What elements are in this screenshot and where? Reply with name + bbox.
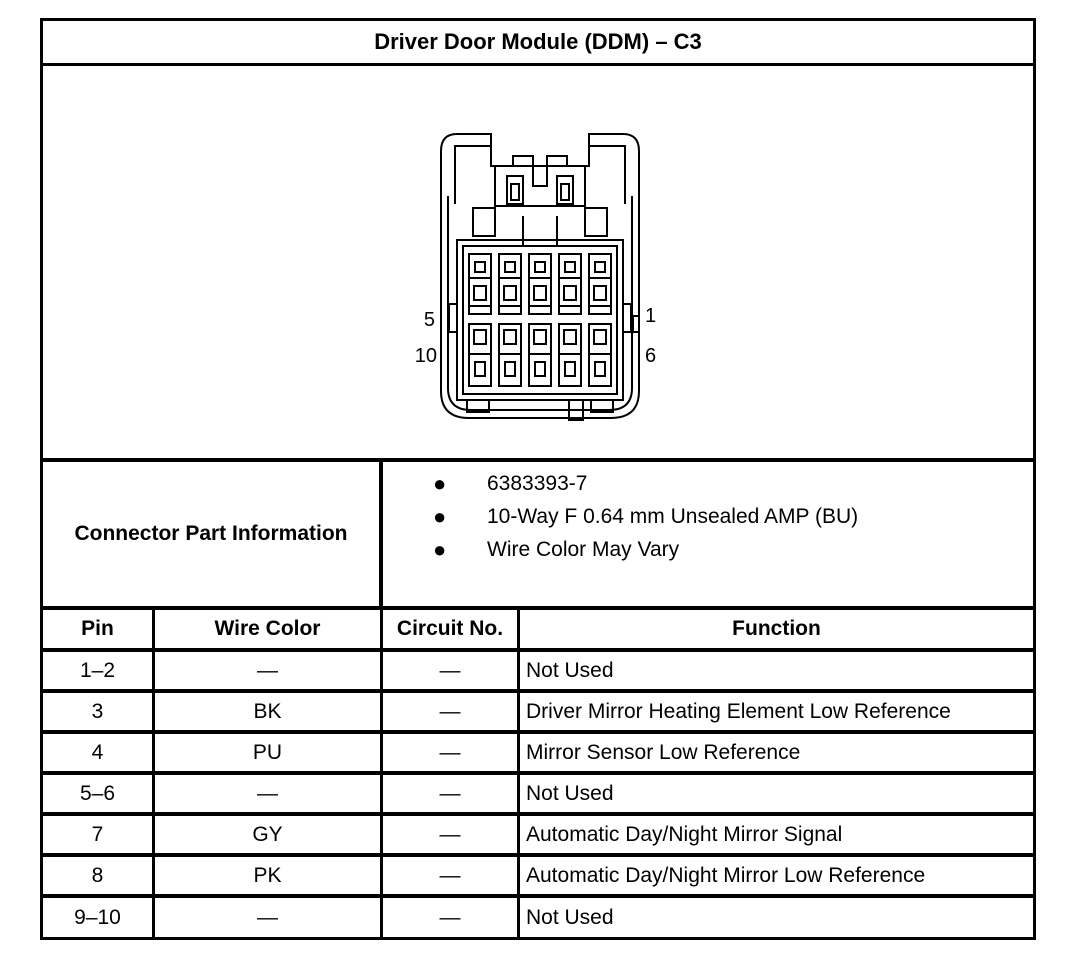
pin-label-5: 5 bbox=[424, 309, 435, 331]
cell-circuit: — bbox=[439, 781, 461, 805]
divider bbox=[43, 606, 1033, 610]
cell-circuit: — bbox=[439, 740, 461, 764]
row-divider bbox=[43, 648, 1033, 652]
row-divider bbox=[43, 689, 1033, 693]
row-divider bbox=[43, 894, 1033, 898]
cell-pin: 5–6 bbox=[79, 781, 116, 805]
part-info-item: 10-Way F 0.64 mm Unsealed AMP (BU) bbox=[487, 505, 859, 528]
column-divider bbox=[380, 610, 383, 940]
cell-function: Mirror Sensor Low Reference bbox=[526, 740, 801, 764]
cell-wire-color: — bbox=[257, 658, 278, 682]
pin-label-10: 10 bbox=[415, 345, 437, 367]
cell-pin: 3 bbox=[91, 699, 104, 723]
row-divider bbox=[43, 730, 1033, 734]
connector-diagram: 5 1 10 6 bbox=[43, 66, 1033, 458]
cell-pin: 4 bbox=[91, 740, 104, 764]
cell-circuit: — bbox=[439, 863, 461, 887]
cell-function: Not Used bbox=[526, 905, 614, 929]
column-divider bbox=[517, 610, 520, 940]
cell-wire-color: — bbox=[257, 781, 278, 805]
cell-pin: 9–10 bbox=[74, 905, 121, 929]
cell-circuit: — bbox=[439, 658, 461, 682]
column-header-pin: Pin bbox=[81, 617, 114, 640]
cell-function: Not Used bbox=[526, 658, 614, 682]
connector-sheet: Driver Door Module (DDM) – C3 bbox=[40, 18, 1036, 940]
list-item: ● 6383393-7 bbox=[383, 467, 1033, 500]
cell-function: Automatic Day/Night Mirror Signal bbox=[526, 822, 843, 846]
part-info-item: Wire Color May Vary bbox=[487, 538, 680, 561]
part-info-list: ● 6383393-7 ● 10-Way F 0.64 mm Unsealed AM… bbox=[383, 467, 1033, 566]
cell-function: Not Used bbox=[526, 781, 614, 805]
cell-pin: 8 bbox=[91, 863, 104, 887]
column-header-function: Function bbox=[732, 617, 821, 640]
row-divider bbox=[43, 853, 1033, 857]
connector-face-icon: 5 1 10 6 bbox=[415, 133, 656, 421]
cell-circuit: — bbox=[439, 905, 461, 929]
part-info-item: 6383393-7 bbox=[487, 472, 588, 495]
bullet-icon: ● bbox=[433, 504, 447, 529]
pin-label-1: 1 bbox=[645, 305, 656, 327]
cell-pin: 7 bbox=[91, 822, 104, 846]
cell-wire-color: — bbox=[257, 905, 278, 929]
part-info-label: Connector Part Information bbox=[74, 522, 348, 545]
cell-pin: 1–2 bbox=[79, 658, 116, 682]
list-item: ● 10-Way F 0.64 mm Unsealed AMP (BU) bbox=[383, 500, 1033, 533]
cell-function: Automatic Day/Night Mirror Low Reference bbox=[526, 863, 926, 887]
page-title: Driver Door Module (DDM) – C3 bbox=[374, 29, 702, 54]
row-divider bbox=[43, 812, 1033, 816]
column-divider bbox=[152, 610, 155, 940]
divider bbox=[43, 458, 1033, 462]
cell-wire-color: PK bbox=[253, 863, 282, 887]
divider bbox=[379, 462, 383, 606]
cell-circuit: — bbox=[439, 822, 461, 846]
bullet-icon: ● bbox=[433, 537, 447, 562]
cell-wire-color: BK bbox=[253, 699, 282, 723]
bullet-icon: ● bbox=[433, 471, 447, 496]
cell-function: Driver Mirror Heating Element Low Refere… bbox=[526, 699, 951, 723]
pin-label-6: 6 bbox=[645, 345, 656, 367]
row-divider bbox=[43, 771, 1033, 775]
cell-circuit: — bbox=[439, 699, 461, 723]
divider bbox=[43, 63, 1033, 66]
column-header-wire-color: Wire Color bbox=[214, 617, 321, 640]
cell-wire-color: PU bbox=[252, 740, 283, 764]
cell-wire-color: GY bbox=[252, 822, 283, 846]
column-header-circuit: Circuit No. bbox=[396, 617, 504, 640]
list-item: ● Wire Color May Vary bbox=[383, 533, 1033, 566]
